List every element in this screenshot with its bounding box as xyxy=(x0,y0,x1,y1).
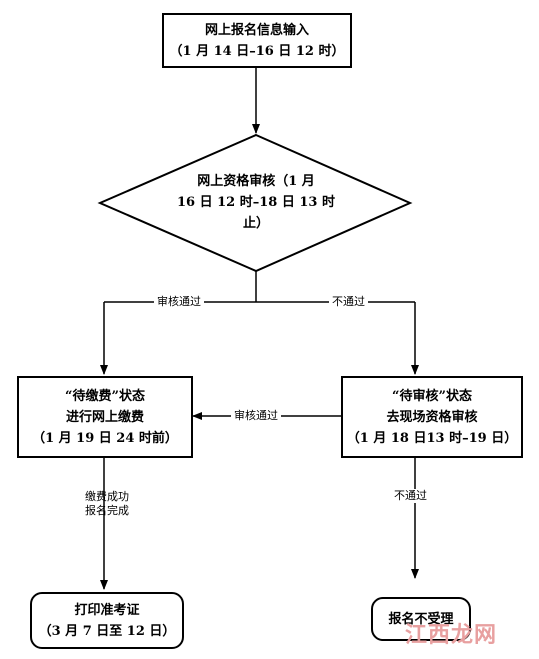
print-line1: 打印准考证 xyxy=(74,602,140,618)
review-line2: 16 日 12 时–18 日 13 时 xyxy=(176,195,336,210)
print-line2: （3 月 7 日至 12 日） xyxy=(38,623,176,639)
start-line2: （1 月 14 日–16 日 12 时） xyxy=(169,43,345,59)
start-node: 网上报名信息输入 （1 月 14 日–16 日 12 时） xyxy=(162,13,352,68)
print-node: 打印准考证 （3 月 7 日至 12 日） xyxy=(30,592,184,649)
pass-label: 审核通过 xyxy=(154,295,204,309)
pay-line3: （1 月 19 日 24 时前） xyxy=(32,430,178,446)
reject-node: 报名不受理 xyxy=(371,597,471,641)
review-node-text: 网上资格审核（1 月 16 日 12 时–18 日 13 时 止） xyxy=(165,171,347,234)
paid-label-line1: 缴费成功 xyxy=(85,490,129,503)
pay-line1: “待缴费”状态 xyxy=(65,388,145,404)
watermark-text: 江西龙网 xyxy=(405,623,498,648)
onsite-line1: “待审核”状态 xyxy=(392,388,472,404)
onsite-pass-label: 审核通过 xyxy=(231,409,281,423)
onsite-line2: 去现场资格审核 xyxy=(386,409,478,425)
review-line3: 止） xyxy=(242,216,269,231)
watermark-logo: 江西龙网 xyxy=(405,617,497,649)
review-line1: 网上资格审核（1 月 xyxy=(197,174,315,189)
fail-label: 不通过 xyxy=(329,295,368,309)
start-line1: 网上报名信息输入 xyxy=(204,22,309,38)
onsite-node: “待审核”状态 去现场资格审核 （1 月 18 日13 时–19 日） xyxy=(341,376,523,458)
reject-line1: 报名不受理 xyxy=(388,611,454,627)
pay-node: “待缴费”状态 进行网上缴费 （1 月 19 日 24 时前） xyxy=(17,376,193,458)
pay-line2: 进行网上缴费 xyxy=(65,409,144,425)
paid-label: 缴费成功 报名完成 xyxy=(76,490,138,518)
onsite-line3: （1 月 18 日13 时–19 日） xyxy=(346,430,518,446)
paid-label-line2: 报名完成 xyxy=(85,504,129,517)
onsite-fail-label: 不通过 xyxy=(391,489,430,503)
